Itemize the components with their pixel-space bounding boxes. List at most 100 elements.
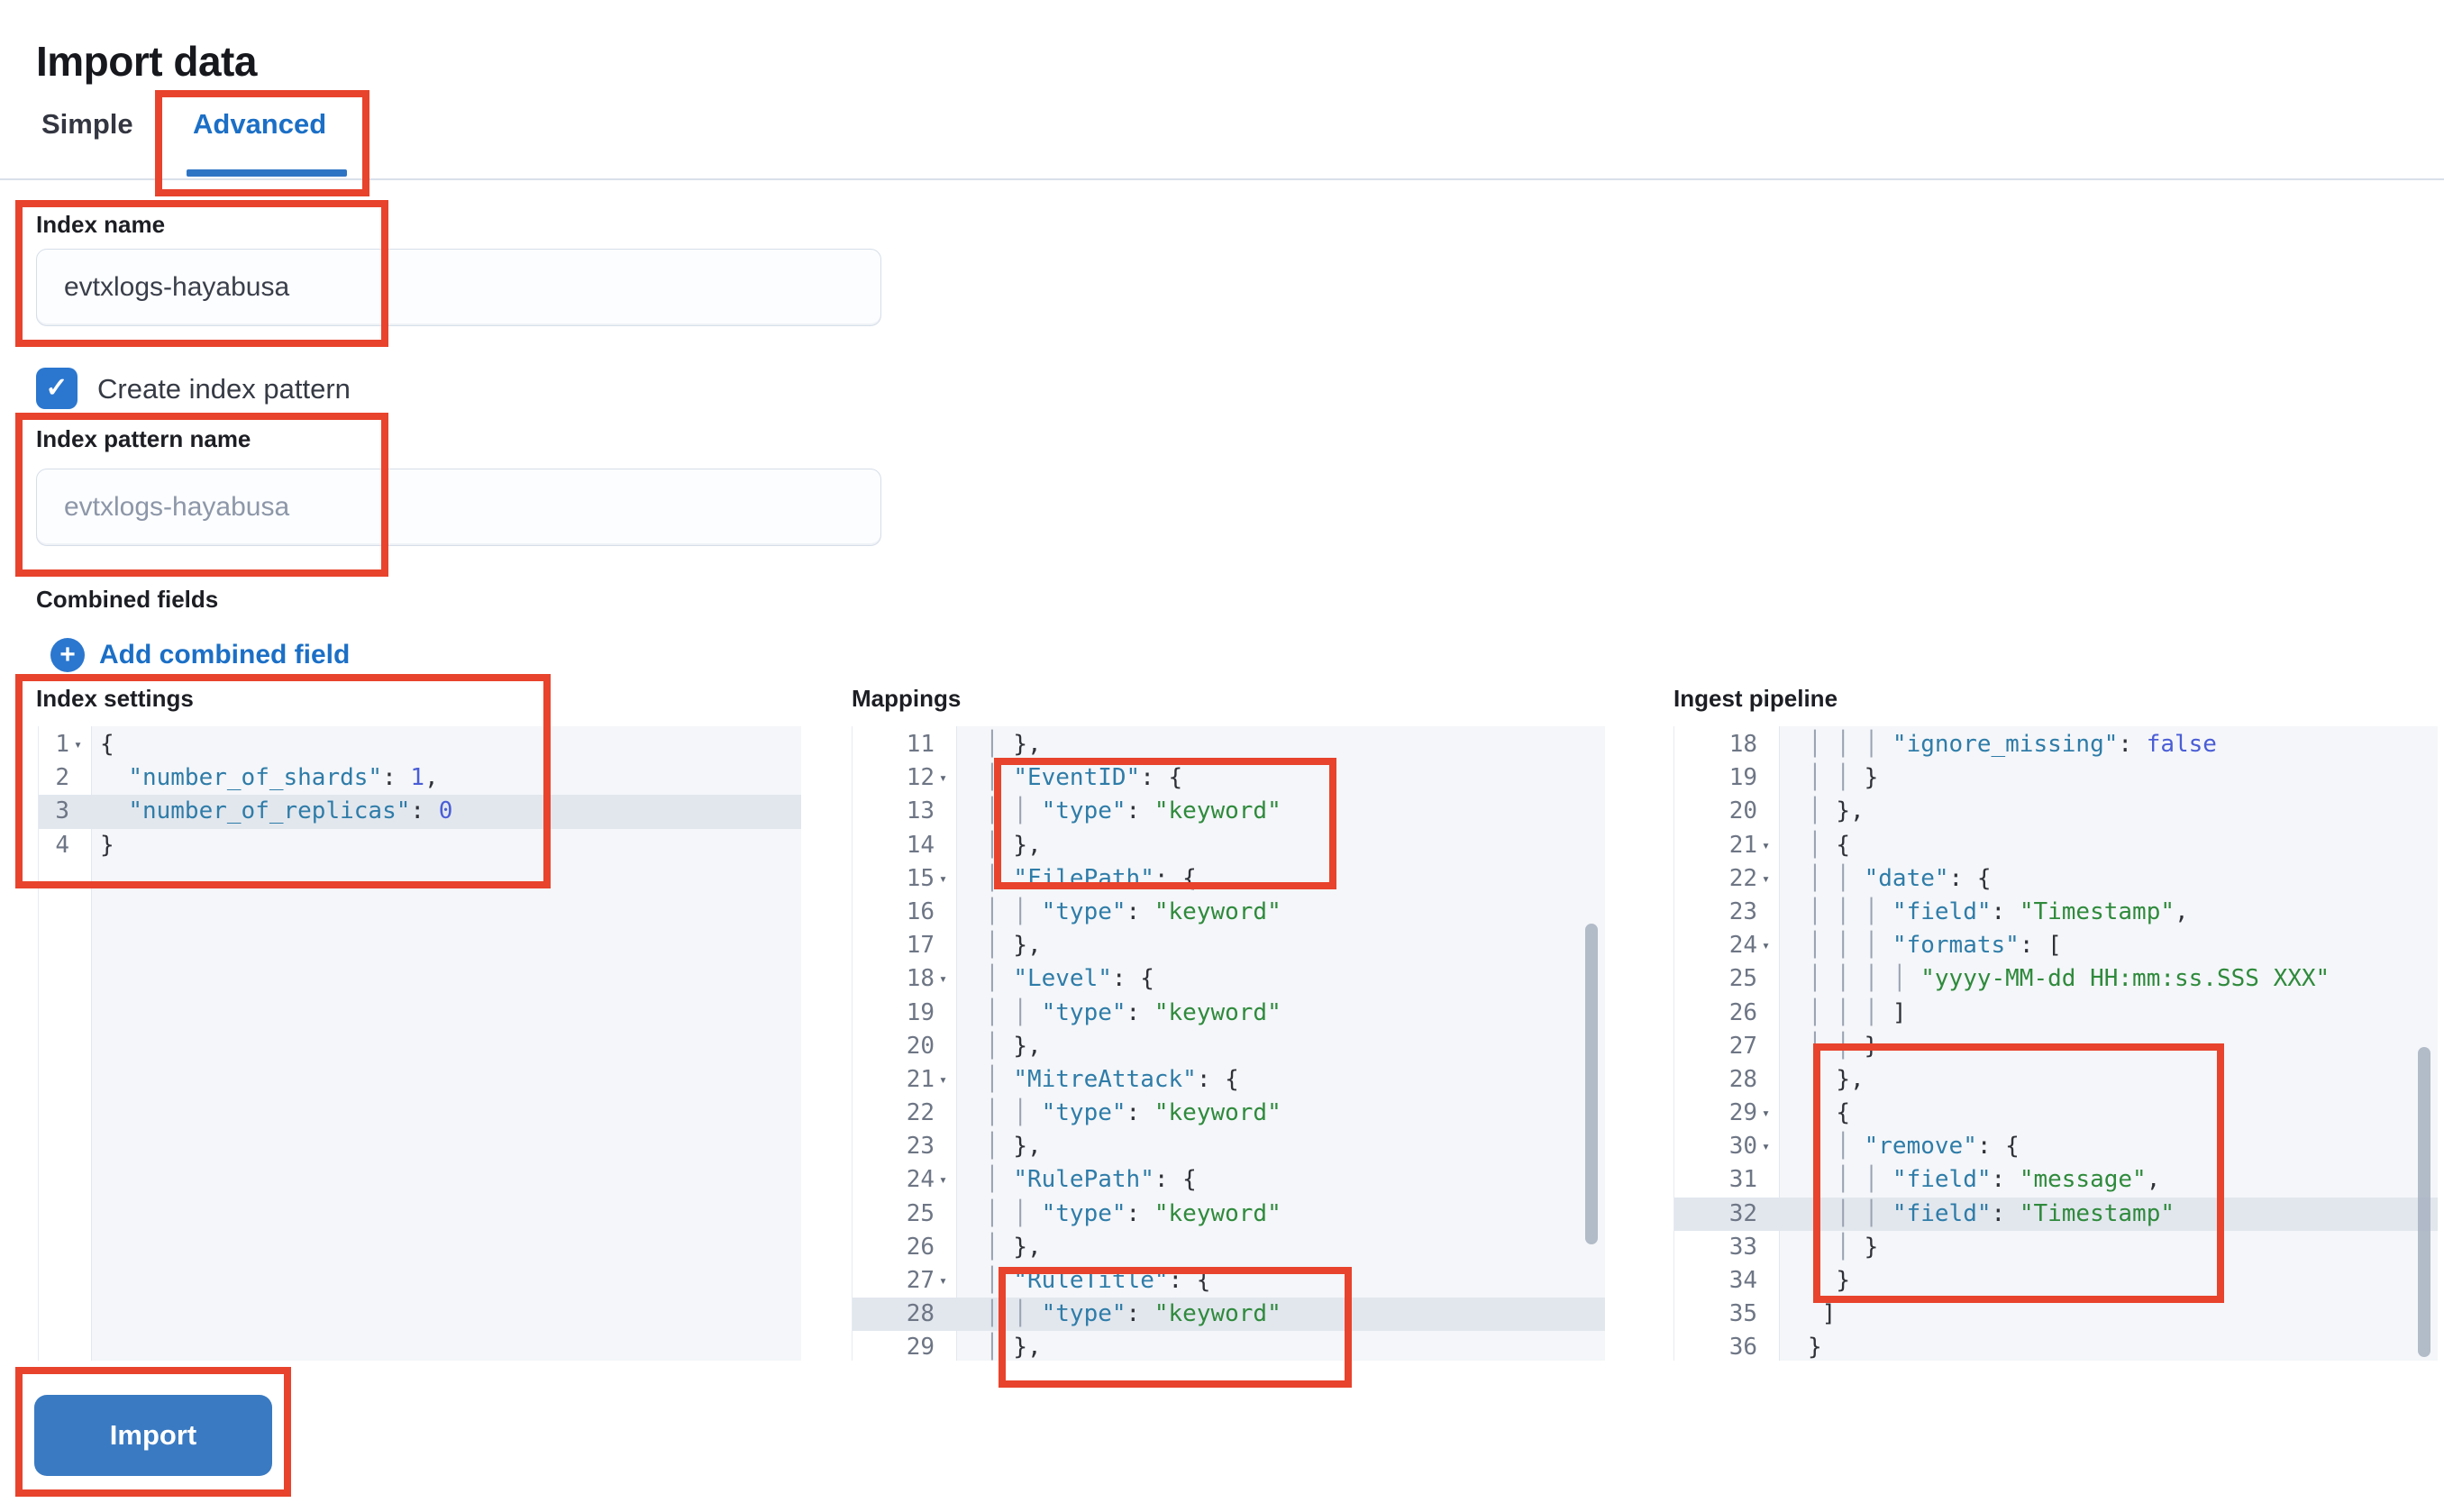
code-line: 3 "number_of_replicas": 0 [39, 795, 801, 829]
code-line: 25│ │ │ │ "yyyy-MM-dd HH:mm:ss.SSS XXX" [1674, 962, 2438, 996]
line-number: 19 [906, 998, 935, 1026]
line-number: 25 [906, 1199, 935, 1227]
code-line: 22▾│ │ "date": { [1674, 862, 2438, 896]
line-number: 21▾ [1674, 829, 1779, 862]
mappings-code-editor[interactable]: 11│ },12▾│ "EventID": {13│ │ "type": "ke… [852, 726, 1605, 1361]
line-number: 2 [55, 764, 69, 792]
fold-arrow-icon[interactable]: ▾ [1762, 836, 1771, 853]
code-line: 23│ }, [853, 1130, 1605, 1163]
index-name-label: Index name [36, 211, 166, 238]
mappings-scrollbar[interactable] [1585, 924, 1598, 1244]
code-line: 15▾│ "FilePath": { [853, 862, 1605, 896]
line-number: 28 [906, 1300, 935, 1328]
index-name-input[interactable] [36, 249, 881, 326]
code-text: │ { [1808, 1099, 1850, 1127]
fold-arrow-icon[interactable]: ▾ [939, 1070, 948, 1088]
code-text: │ │ │ "ignore_missing": false [1808, 731, 2217, 758]
code-text: │ │ "type": "keyword" [985, 797, 1281, 825]
line-number: 28 [1728, 1065, 1757, 1093]
index-pattern-name-label: Index pattern name [36, 425, 251, 452]
code-text: │ │ "type": "keyword" [985, 897, 1281, 925]
code-line: 24▾│ "RulePath": { [853, 1163, 1605, 1197]
code-text: │ │ │ "formats": [ [1808, 932, 2062, 960]
line-number: 29 [906, 1334, 935, 1361]
code-text: │ │ } [1808, 1032, 1879, 1060]
code-text: │ │ │ "field": "Timestamp" [1808, 1199, 2175, 1227]
code-line: 13│ │ "type": "keyword" [853, 795, 1605, 828]
line-number: 27▾ [853, 1264, 956, 1298]
code-line: 19│ │ "type": "keyword" [853, 997, 1605, 1030]
code-line: 1▾ { [39, 728, 801, 761]
code-line: 27 │ │ } [1674, 1030, 2438, 1063]
code-text: │ "MitreAttack": { [985, 1065, 1239, 1093]
code-line: 32 │ │ │ "field": "Timestamp" [1674, 1197, 2438, 1231]
line-number: 36 [1728, 1334, 1757, 1361]
code-line: 20 │ }, [853, 1030, 1605, 1063]
create-index-pattern-checkbox[interactable]: ✓ [36, 368, 78, 409]
line-number: 14 [906, 831, 935, 859]
code-text: │ "Level": { [985, 965, 1154, 993]
tabs-divider [0, 178, 2444, 180]
code-line: 36} [1674, 1331, 2438, 1361]
fold-arrow-icon[interactable]: ▾ [939, 970, 948, 988]
fold-arrow-icon[interactable]: ▾ [939, 770, 948, 787]
fold-arrow-icon[interactable]: ▾ [1762, 870, 1771, 887]
code-line: 33│ │ } [1674, 1231, 2438, 1264]
code-text: │ │ │ │ "yyyy-MM-dd HH:mm:ss.SSS XXX" [1808, 965, 2330, 993]
fold-arrow-icon[interactable]: ▾ [1762, 1105, 1771, 1122]
checkmark-icon: ✓ [45, 373, 68, 403]
index-settings-heading: Index settings [36, 685, 194, 712]
add-combined-field-label: Add combined field [99, 640, 351, 669]
index-pattern-name-input[interactable] [36, 469, 881, 546]
editor-gutter [1674, 726, 1780, 1361]
create-index-pattern-label: Create index pattern [97, 373, 351, 405]
line-number: 15▾ [853, 862, 956, 896]
fold-arrow-icon[interactable]: ▾ [939, 870, 948, 887]
line-number: 1▾ [39, 728, 91, 761]
fold-arrow-icon[interactable]: ▾ [74, 736, 83, 752]
line-number: 27 [1728, 1032, 1757, 1060]
code-text: { [100, 731, 114, 758]
fold-arrow-icon[interactable]: ▾ [1762, 1138, 1771, 1155]
fold-arrow-icon[interactable]: ▾ [939, 1272, 948, 1289]
code-text: │ }, [985, 1032, 1042, 1060]
ingest-pipeline-scrollbar[interactable] [2418, 1047, 2430, 1357]
tab-simple[interactable]: Simple [41, 108, 133, 140]
line-number: 22 [906, 1099, 935, 1127]
code-text: │ "RuleTitle": { [985, 1267, 1211, 1294]
code-line: 31│ │ │ "field": "message", [1674, 1163, 2438, 1197]
code-text: │ │ │ "field": "message", [1808, 1166, 2161, 1194]
line-number: 3 [55, 797, 69, 825]
line-number: 23 [1728, 897, 1757, 925]
line-number: 16 [906, 897, 935, 925]
line-number: 20 [906, 1032, 935, 1060]
code-text: │ { [1808, 831, 1850, 859]
editor-rows: 11│ },12▾│ "EventID": {13│ │ "type": "ke… [853, 726, 1605, 1361]
page-title: Import data [36, 37, 257, 85]
code-text: │ │ │ "field": "Timestamp", [1808, 897, 2189, 925]
code-line: 22│ │ "type": "keyword" [853, 1097, 1605, 1130]
code-line: 21▾│ "MitreAttack": { [853, 1063, 1605, 1097]
index-settings-code-editor[interactable]: 1▾{2 "number_of_shards": 1,3 "number_of_… [38, 726, 801, 1361]
editor-gutter [39, 726, 92, 1361]
add-combined-field-link[interactable]: + Add combined field [50, 638, 350, 672]
import-button[interactable]: Import [34, 1395, 272, 1476]
fold-arrow-icon[interactable]: ▾ [939, 1171, 948, 1189]
line-number: 24▾ [1674, 929, 1779, 962]
code-line: 14│ }, [853, 829, 1605, 862]
line-number: 32 [1728, 1199, 1757, 1227]
line-number: 24▾ [853, 1163, 956, 1197]
code-line: 26│ │ │ ] [1674, 997, 2438, 1030]
code-text: │ │ │ ] [1808, 998, 1907, 1026]
line-number: 23 [906, 1133, 935, 1161]
code-line: 19│ │ } [1674, 761, 2438, 795]
code-text: │ "EventID": { [985, 764, 1183, 792]
fold-arrow-icon[interactable]: ▾ [1762, 937, 1771, 954]
editor-rows: 1▾{2 "number_of_shards": 1,3 "number_of_… [39, 726, 801, 862]
mappings-heading: Mappings [852, 685, 962, 712]
plus-circle-icon: + [50, 638, 85, 672]
tab-advanced[interactable]: Advanced [193, 108, 327, 140]
code-line: 34│ } [1674, 1264, 2438, 1298]
code-line: 30▾│ │ "remove": { [1674, 1130, 2438, 1163]
